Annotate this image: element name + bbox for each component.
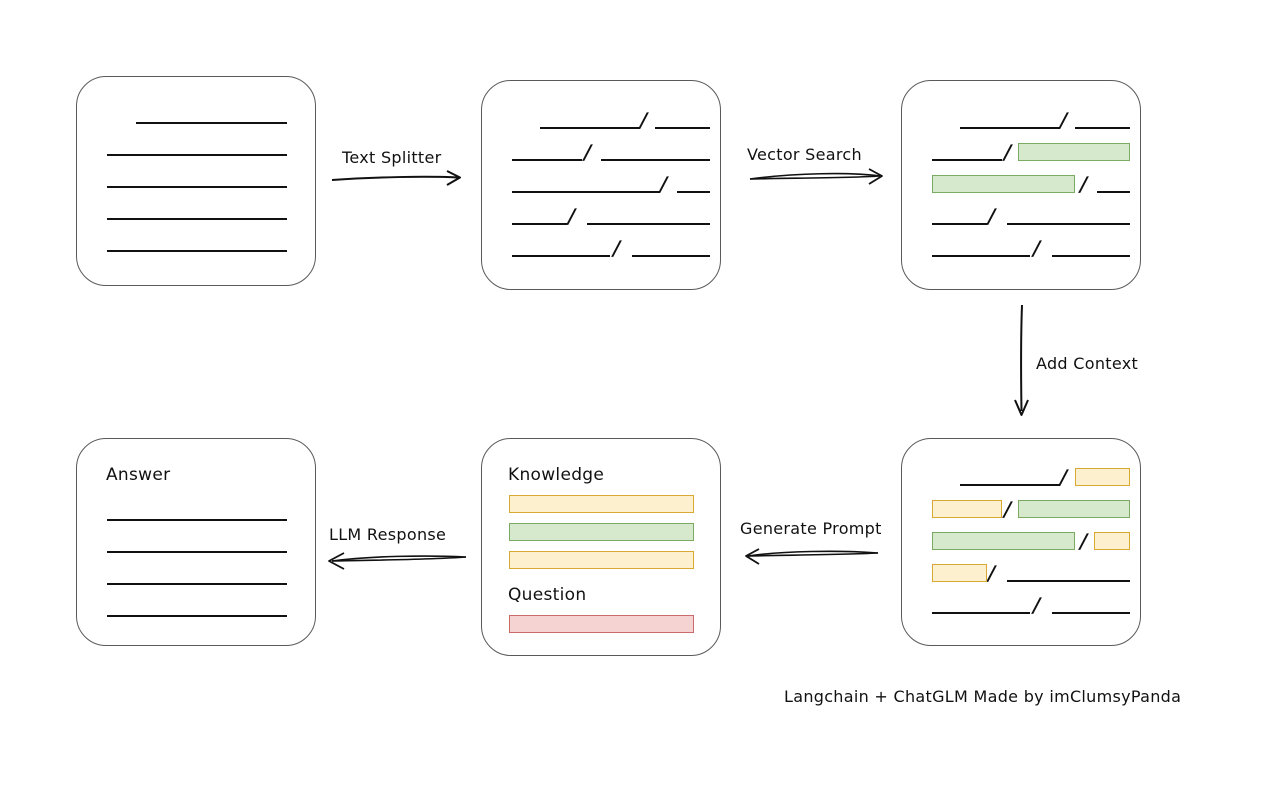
text-line-segment bbox=[512, 191, 660, 193]
text-line-segment bbox=[107, 154, 287, 156]
node-vector-matched[interactable]: / / / / / bbox=[901, 80, 1141, 290]
text-line-segment bbox=[587, 223, 710, 225]
text-line-segment bbox=[107, 250, 287, 252]
edge-label-llm-response: LLM Response bbox=[329, 525, 447, 544]
text-line-segment bbox=[932, 255, 1030, 257]
arrow-text-splitter bbox=[331, 170, 461, 186]
chunk-separator-slash: / bbox=[1077, 172, 1090, 196]
edge-label-vector-search: Vector Search bbox=[747, 145, 862, 164]
highlight-chip-yellow bbox=[1094, 532, 1130, 550]
text-line-segment bbox=[107, 551, 287, 553]
node-prompt[interactable]: Knowledge Question bbox=[481, 438, 721, 656]
text-line-segment bbox=[136, 122, 287, 124]
chunk-separator-slash: / bbox=[581, 140, 594, 164]
text-line-segment bbox=[1052, 255, 1130, 257]
text-line-segment bbox=[932, 159, 1002, 161]
chunk-separator-slash: / bbox=[985, 204, 998, 228]
chunk-separator-slash: / bbox=[565, 204, 578, 228]
highlight-chip-yellow bbox=[932, 564, 987, 582]
text-line-segment bbox=[1052, 612, 1130, 614]
chunk-separator-slash: / bbox=[1057, 465, 1070, 489]
highlight-chip-green bbox=[932, 175, 1075, 193]
node-answer[interactable]: Answer bbox=[76, 438, 316, 646]
highlight-chip-green bbox=[1018, 500, 1130, 518]
prompt-bar-red bbox=[509, 615, 694, 633]
text-line-segment bbox=[932, 223, 987, 225]
edge-label-generate-prompt: Generate Prompt bbox=[740, 519, 882, 538]
chunk-separator-slash: / bbox=[637, 108, 650, 132]
chunk-separator-slash: / bbox=[657, 172, 670, 196]
text-line-segment bbox=[655, 127, 710, 129]
text-line-segment bbox=[632, 255, 710, 257]
text-line-segment bbox=[512, 255, 610, 257]
text-line-segment bbox=[107, 218, 287, 220]
prompt-knowledge-label: Knowledge bbox=[508, 465, 605, 485]
node-split-chunks[interactable]: / / / / / bbox=[481, 80, 721, 290]
prompt-bar-yellow bbox=[509, 495, 694, 513]
text-line-segment bbox=[540, 127, 640, 129]
highlight-chip-green bbox=[1018, 143, 1130, 161]
highlight-chip-yellow bbox=[932, 500, 1002, 518]
text-line-segment bbox=[601, 159, 710, 161]
arrow-llm-response bbox=[328, 552, 467, 570]
diagram-caption: Langchain + ChatGLM Made by imClumsyPand… bbox=[784, 687, 1182, 706]
text-line-segment bbox=[960, 484, 1060, 486]
text-line-segment bbox=[512, 223, 567, 225]
highlight-chip-yellow bbox=[1075, 468, 1130, 486]
node-source-document[interactable] bbox=[76, 76, 316, 286]
prompt-question-label: Question bbox=[508, 585, 587, 605]
arrow-add-context bbox=[1014, 304, 1029, 416]
text-line-segment bbox=[512, 159, 582, 161]
chunk-separator-slash: / bbox=[985, 561, 998, 585]
edge-label-add-context: Add Context bbox=[1036, 354, 1139, 373]
prompt-bar-green bbox=[509, 523, 694, 541]
text-line-segment bbox=[107, 519, 287, 521]
prompt-bar-yellow bbox=[509, 551, 694, 569]
edge-label-text-splitter: Text Splitter bbox=[342, 148, 442, 167]
text-line-segment bbox=[107, 615, 287, 617]
text-line-segment bbox=[1007, 580, 1130, 582]
arrow-vector-search bbox=[749, 168, 883, 185]
chunk-separator-slash: / bbox=[1001, 140, 1014, 164]
chunk-separator-slash: / bbox=[1030, 236, 1043, 260]
text-line-segment bbox=[1075, 127, 1130, 129]
text-line-segment bbox=[932, 612, 1030, 614]
text-line-segment bbox=[107, 186, 287, 188]
chunk-separator-slash: / bbox=[1057, 108, 1070, 132]
chunk-separator-slash: / bbox=[1001, 497, 1014, 521]
text-line-segment bbox=[960, 127, 1060, 129]
chunk-separator-slash: / bbox=[1077, 529, 1090, 553]
text-line-segment bbox=[107, 583, 287, 585]
text-line-segment bbox=[677, 191, 710, 193]
text-line-segment bbox=[1007, 223, 1130, 225]
node-context-added[interactable]: / / / / / bbox=[901, 438, 1141, 646]
text-line-segment bbox=[1097, 191, 1130, 193]
chunk-separator-slash: / bbox=[610, 236, 623, 260]
highlight-chip-green bbox=[932, 532, 1075, 550]
arrow-generate-prompt bbox=[745, 548, 879, 565]
chunk-separator-slash: / bbox=[1030, 593, 1043, 617]
answer-title: Answer bbox=[106, 465, 171, 485]
